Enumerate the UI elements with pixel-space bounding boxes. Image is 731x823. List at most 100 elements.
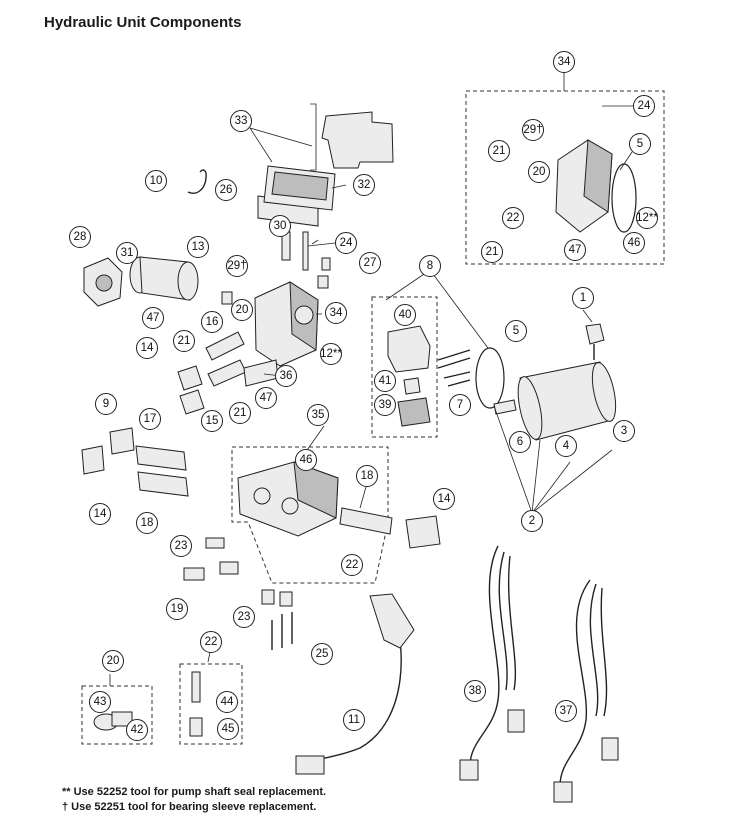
callout-circle <box>572 287 594 309</box>
callout-c12b: 12** <box>320 343 342 365</box>
callout-c47b: 47 <box>142 307 164 329</box>
coil-14-right <box>405 515 441 549</box>
callout-c12a: 12** <box>636 207 658 229</box>
callout-c29b: 29† <box>226 255 248 277</box>
callout-c43: 43 <box>89 691 111 713</box>
callout-c41: 41 <box>374 370 396 392</box>
callout-number: 24 <box>638 100 651 112</box>
callout-circle <box>636 207 658 229</box>
filler-cap <box>585 323 605 345</box>
callout-circle <box>555 435 577 457</box>
cartridge-kit-box <box>179 663 243 745</box>
callout-circle <box>481 241 503 263</box>
callout-circle <box>320 343 342 365</box>
callout-number: 40 <box>399 309 412 321</box>
callout-number: 16 <box>206 316 219 328</box>
callout-number: 1 <box>580 292 586 304</box>
callout-number: 3 <box>621 425 627 437</box>
callout-c5a: 5 <box>629 133 651 155</box>
callout-number: 30 <box>274 220 287 232</box>
plug-19 <box>183 567 205 581</box>
callout-c37: 37 <box>555 700 577 722</box>
callout-c36: 36 <box>275 365 297 387</box>
callout-circle <box>89 503 111 525</box>
callout-number: 34 <box>558 56 571 68</box>
callout-number: 23 <box>175 540 188 552</box>
callout-number: 43 <box>94 696 107 708</box>
motor-brush-41 <box>403 377 421 395</box>
callout-c14c: 14 <box>433 488 455 510</box>
callout-circle <box>230 110 252 132</box>
callout-number: 34 <box>330 307 343 319</box>
callout-c34b: 34 <box>325 302 347 324</box>
wiring-harness-38 <box>469 545 500 767</box>
fitting-16 <box>205 331 245 361</box>
callout-c8: 8 <box>419 255 441 277</box>
callout-number: 32 <box>358 179 371 191</box>
callout-circle <box>488 140 510 162</box>
callout-circle <box>170 535 192 557</box>
callout-number: 14 <box>141 342 154 354</box>
callout-c13: 13 <box>187 236 209 258</box>
callout-number: 29† <box>523 124 542 136</box>
callout-c4: 4 <box>555 435 577 457</box>
callout-circle <box>613 420 635 442</box>
callout-c20b: 20 <box>231 299 253 321</box>
callout-circle <box>233 606 255 628</box>
callout-circle <box>353 174 375 196</box>
callout-number: 46 <box>300 454 313 466</box>
coil-14-left <box>81 445 105 475</box>
callout-c15: 15 <box>201 410 223 432</box>
callout-number: 5 <box>637 138 643 150</box>
callout-c27: 27 <box>359 252 381 274</box>
callout-number: 7 <box>457 399 463 411</box>
callout-number: 14 <box>94 508 107 520</box>
callout-c10: 10 <box>145 170 167 192</box>
callout-circle <box>116 242 138 264</box>
callout-c45: 45 <box>217 718 239 740</box>
callout-circle <box>521 510 543 532</box>
ground-strap <box>187 169 207 194</box>
callout-number: 6 <box>517 436 523 448</box>
callout-number: 47 <box>147 312 160 324</box>
callout-c3: 3 <box>613 420 635 442</box>
callout-circle <box>564 239 586 261</box>
callout-c20c: 20 <box>102 650 124 672</box>
callout-circle <box>229 402 251 424</box>
callout-number: 12** <box>320 348 342 360</box>
callout-number: 17 <box>144 413 157 425</box>
footnote-pump-shaft: ** Use 52252 tool for pump shaft seal re… <box>62 786 327 798</box>
callout-circle <box>295 449 317 471</box>
callout-number: 22 <box>507 212 520 224</box>
bolt-24 <box>302 231 309 271</box>
callout-circle <box>311 643 333 665</box>
callout-circle <box>528 161 550 183</box>
callout-number: 42 <box>131 724 144 736</box>
callout-circle <box>166 598 188 620</box>
callout-circle <box>341 554 363 576</box>
callout-circle <box>275 365 297 387</box>
callout-circle <box>359 252 381 274</box>
callout-circle <box>255 387 277 409</box>
callout-number: 47 <box>260 392 273 404</box>
callout-circle <box>325 302 347 324</box>
callout-number: 41 <box>379 375 392 387</box>
callout-c47a: 47 <box>564 239 586 261</box>
callout-c22a: 22 <box>502 207 524 229</box>
callout-c38: 38 <box>464 680 486 702</box>
callout-c20a: 20 <box>528 161 550 183</box>
callout-c47c: 47 <box>255 387 277 409</box>
callout-c46a: 46 <box>623 232 645 254</box>
callout-circle <box>509 431 531 453</box>
callout-circle <box>231 299 253 321</box>
callout-circle <box>139 408 161 430</box>
callout-c44: 44 <box>216 691 238 713</box>
callout-circle <box>226 255 248 277</box>
coil-9 <box>109 427 135 455</box>
callout-number: 28 <box>74 231 87 243</box>
callout-circle <box>136 512 158 534</box>
callout-number: 47 <box>569 244 582 256</box>
motor-coil-39 <box>397 397 431 427</box>
callout-circle <box>464 680 486 702</box>
callout-number: 27 <box>364 257 377 269</box>
